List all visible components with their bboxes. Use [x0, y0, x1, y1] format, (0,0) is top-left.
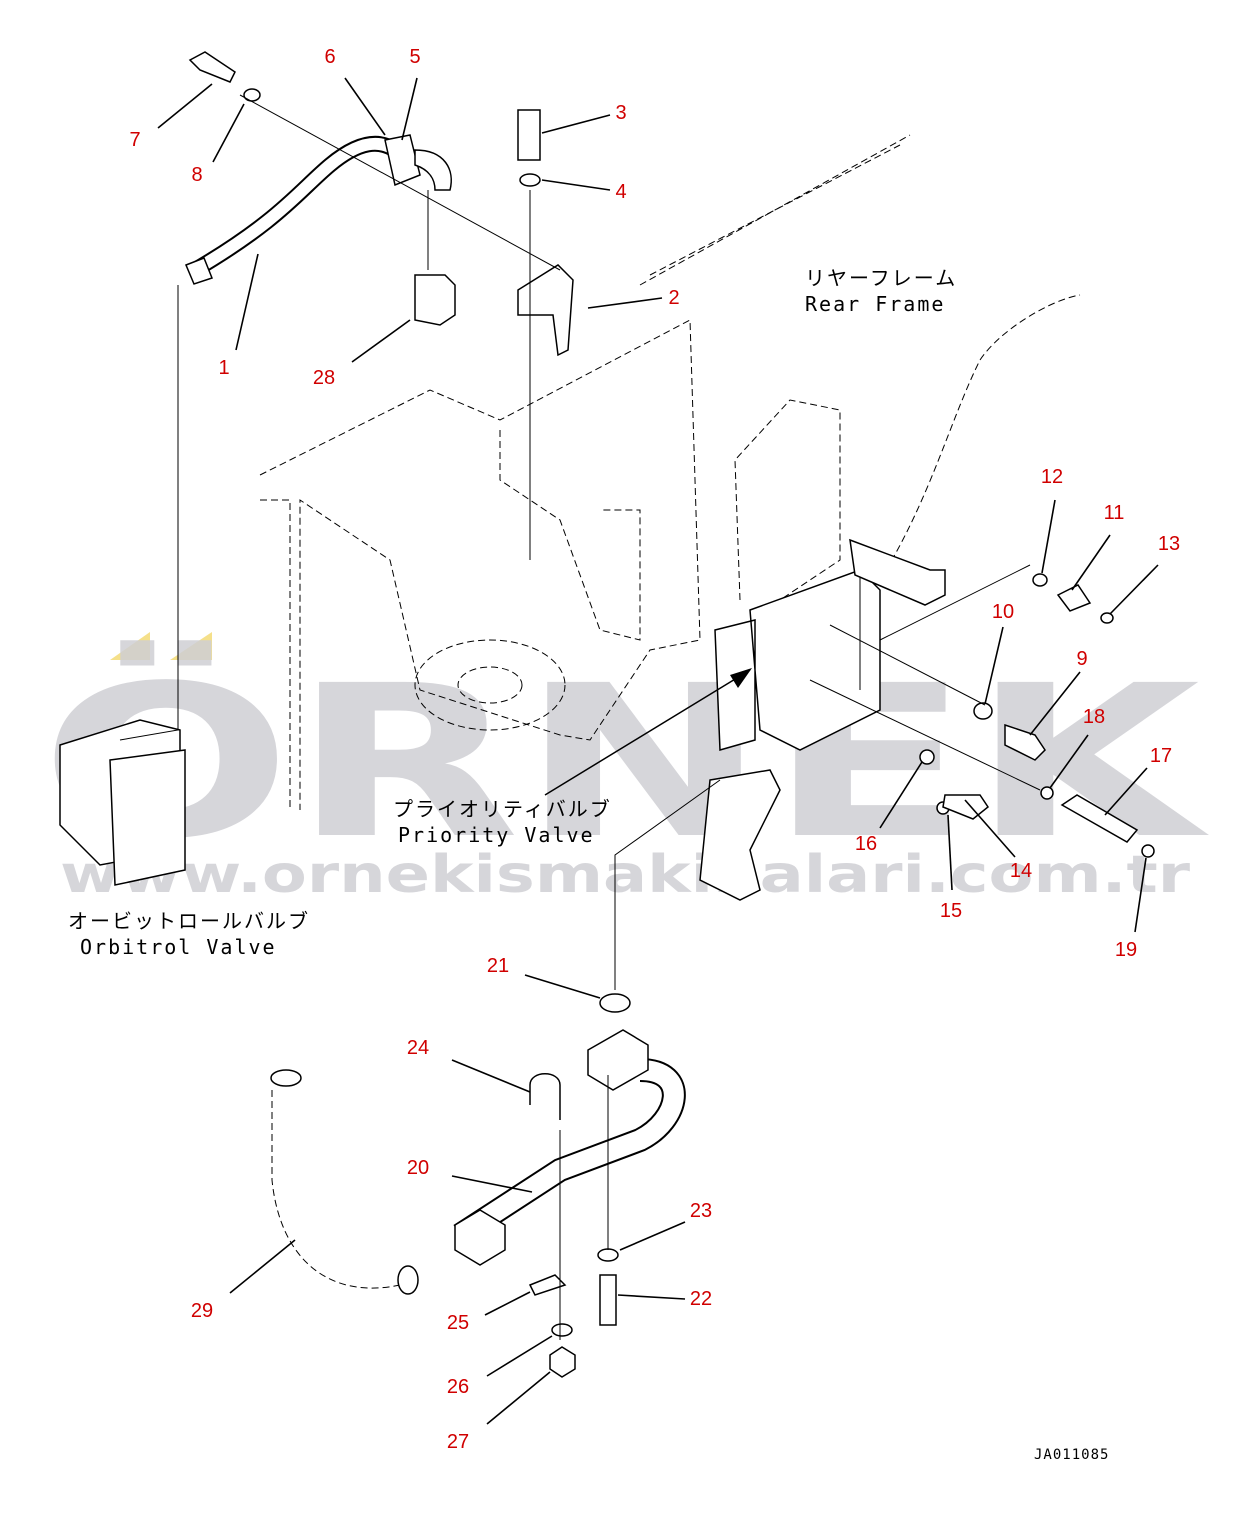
callout-24: 24: [407, 1037, 429, 1059]
oring-18: [1040, 786, 1054, 800]
hose-29: [271, 1090, 401, 1289]
priority-valve-label-en: Priority Valve: [398, 823, 595, 847]
callout-9: 9: [1076, 648, 1087, 670]
leader-lines: [157, 77, 1159, 1425]
orbitrol-valve-label-jp: オービットロールバルブ: [68, 909, 310, 933]
callout-2: 2: [668, 287, 679, 309]
callout-15: 15: [940, 900, 962, 922]
oring-21: [599, 993, 631, 1013]
elbow: [414, 149, 452, 191]
callout-13: 13: [1158, 533, 1180, 555]
callout-25: 25: [447, 1312, 469, 1334]
callout-26: 26: [447, 1376, 469, 1398]
callout-10: 10: [992, 601, 1014, 623]
callout-3: 3: [615, 102, 626, 124]
callout-29: 29: [191, 1300, 213, 1322]
callout-27: 27: [447, 1431, 469, 1453]
valve-28: [414, 274, 456, 326]
callout-28: 28: [313, 367, 335, 389]
washer-8: [243, 88, 261, 102]
callout-7: 7: [129, 129, 140, 151]
callout-numbers: 1 2 3 4 5 6 7 8 9 10 11 12 13 14 15 16 1…: [129, 46, 1180, 1453]
component-labels: リヤーフレーム Rear Frame プライオリティバルブ Priority V…: [68, 266, 1109, 1463]
bolt-22: [599, 1274, 617, 1326]
hose-fitting: [185, 257, 213, 285]
washer-4: [519, 173, 541, 187]
orbitrol-valve-label-en: Orbitrol Valve: [80, 935, 277, 959]
callout-17: 17: [1150, 745, 1172, 767]
callout-8: 8: [191, 164, 202, 186]
watermark: ÖRNEK www.ornekismakinalari.com.tr: [40, 632, 1210, 905]
valve-lower-bracket: [699, 769, 781, 901]
washer-26: [551, 1323, 573, 1337]
callout-21: 21: [487, 955, 509, 977]
callout-1: 1: [218, 357, 229, 379]
fitting-17: [1060, 794, 1139, 843]
callout-5: 5: [409, 46, 420, 68]
hose-1: [191, 137, 399, 276]
callout-19: 19: [1115, 939, 1137, 961]
callout-16: 16: [855, 833, 877, 855]
rear-frame-label-en: Rear Frame: [805, 292, 945, 316]
clamp-5: [384, 134, 421, 187]
callout-22: 22: [690, 1288, 712, 1310]
valve-bracket: [849, 538, 946, 606]
flange-top: [587, 1029, 649, 1091]
callout-20: 20: [407, 1157, 429, 1179]
bracket-2: [517, 264, 574, 357]
tube-20: [454, 1060, 684, 1244]
flange-bottom: [454, 1209, 506, 1266]
watermark-url: www.ornekismakinalari.com.tr: [60, 845, 1190, 905]
rear-frame-outline: [259, 134, 1081, 810]
oring-16: [919, 749, 935, 765]
callout-12: 12: [1041, 466, 1063, 488]
bolt-7: [188, 51, 236, 83]
parts: [59, 51, 1155, 1378]
rear-frame-label-jp: リヤーフレーム: [805, 266, 957, 290]
assembly-lines: [119, 94, 1041, 1340]
fitting-9: [1004, 723, 1046, 761]
callout-6: 6: [324, 46, 335, 68]
callout-18: 18: [1083, 706, 1105, 728]
clamp-25: [528, 1274, 567, 1296]
callout-14: 14: [1010, 860, 1032, 882]
callout-11: 11: [1104, 502, 1125, 524]
bolt-3: [517, 109, 541, 161]
nut-27: [549, 1346, 576, 1378]
oring-13: [1100, 612, 1114, 624]
washer-23: [597, 1248, 619, 1262]
priority-valve-label-jp: プライオリティバルブ: [393, 797, 612, 821]
drawing-code: JA011085: [1034, 1447, 1109, 1463]
callout-23: 23: [690, 1200, 712, 1222]
fitting-11: [1056, 584, 1092, 612]
callout-4: 4: [615, 181, 626, 203]
oring-19: [1141, 844, 1155, 858]
watermark-brand: ÖRNEK: [40, 639, 1210, 885]
oring-12: [1032, 573, 1048, 587]
oring-10: [973, 702, 993, 720]
u-bolt-24: [529, 1073, 561, 1120]
